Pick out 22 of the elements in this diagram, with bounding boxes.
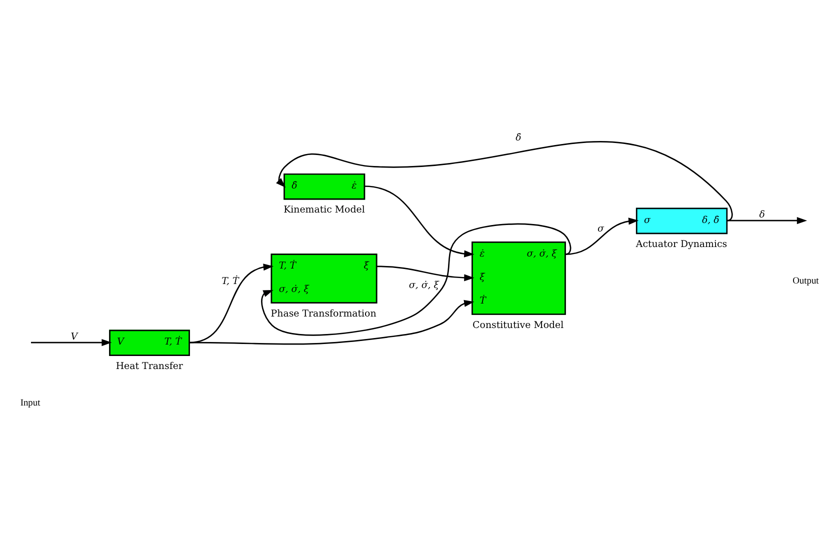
node-label: Constitutive Model <box>472 320 564 331</box>
node-label: Heat Transfer <box>116 360 183 372</box>
arrow <box>31 339 112 346</box>
arrow <box>189 264 274 344</box>
node-label: Phase Transformation <box>270 308 376 320</box>
edge-label: V <box>70 331 78 342</box>
arrow <box>276 141 733 222</box>
arrow <box>364 186 474 258</box>
label: Input <box>20 398 40 409</box>
arrow <box>261 223 572 336</box>
node-label: Kinematic Model <box>284 204 365 216</box>
node-label: Actuator Dynamics <box>636 239 728 250</box>
edge-label: σ <box>598 224 604 235</box>
label: Output <box>792 276 819 287</box>
arrow <box>376 266 474 282</box>
arrow <box>565 218 639 255</box>
edge-label: σ, σ̇, ξ <box>408 280 439 292</box>
edge-label: T, Ṫ <box>222 276 239 288</box>
edge-label: δ <box>759 209 765 220</box>
arrow <box>189 300 474 345</box>
edge-label: δ̇ <box>516 132 522 144</box>
arrow <box>726 217 808 224</box>
